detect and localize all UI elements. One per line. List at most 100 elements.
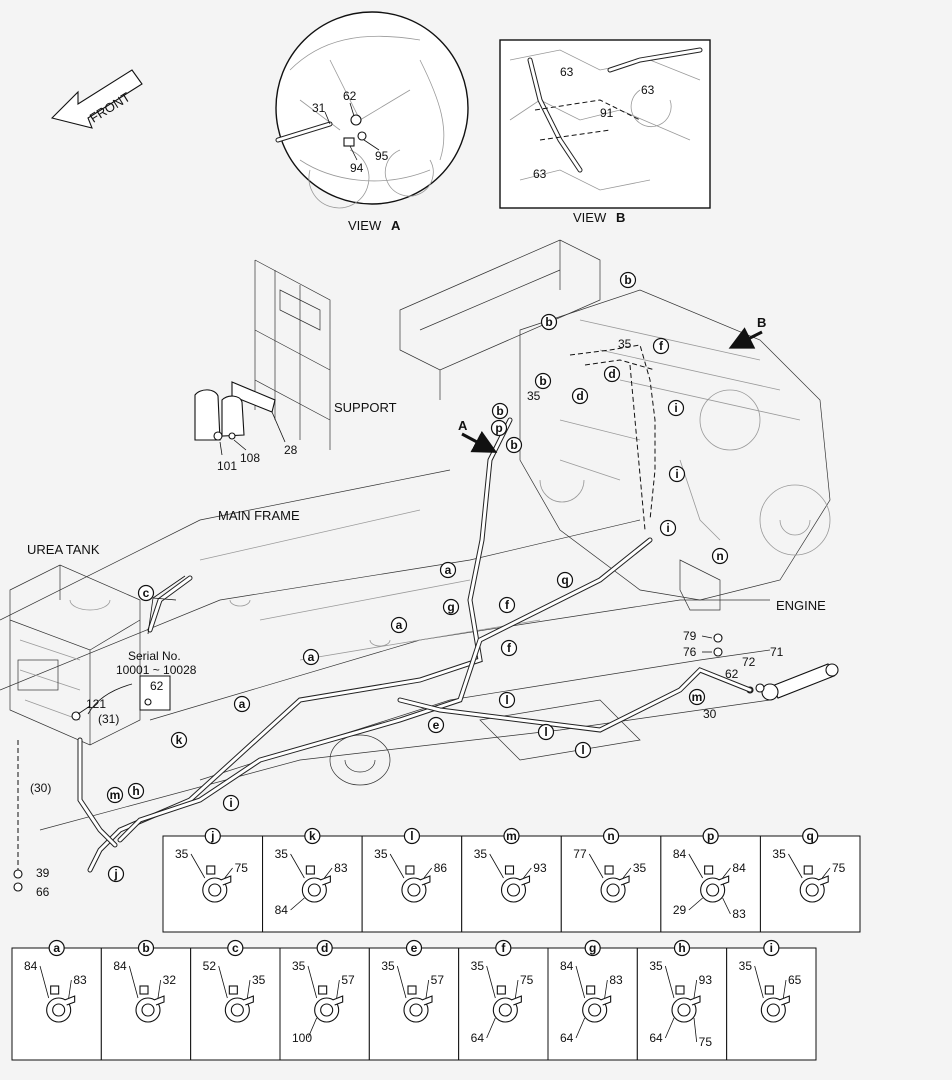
engine-part-76: 76 (683, 645, 697, 659)
view-a-part-62: 62 (343, 89, 357, 103)
view-a-part-94: 94 (350, 161, 364, 175)
view-a-detail: 31 62 94 95 VIEW A (275, 11, 469, 233)
callout-letter: a (308, 650, 315, 664)
callout-letter: h (132, 784, 139, 798)
support-part-108: 108 (240, 451, 260, 465)
urea-tank-label: UREA TANK (27, 542, 100, 557)
serial-line1: Serial No. (128, 649, 181, 663)
view-b-detail: 63 91 63 63 VIEW B (499, 39, 711, 225)
callout-q: q (556, 571, 574, 589)
front-arrow-icon (50, 69, 143, 129)
callout-letter: b (510, 438, 517, 452)
callout-m: m (106, 786, 124, 804)
tank-part-121: 121 (86, 697, 106, 711)
detail-part-84: 84 (673, 847, 687, 861)
tank-part-39: 39 (36, 866, 50, 880)
callout-letter: n (716, 549, 723, 563)
callout-l: l (498, 691, 516, 709)
detail-letter: n (607, 829, 614, 843)
detail-part-35: 35 (471, 959, 485, 973)
callout-a: a (390, 616, 408, 634)
callout-letter: q (561, 573, 568, 587)
callout-i: i (659, 519, 677, 537)
detail-part-84: 84 (275, 903, 289, 917)
callout-letter: b (624, 273, 631, 287)
engine-part-35b: 35 (527, 389, 541, 403)
callout-b: b (619, 271, 637, 289)
callout-i: i (667, 399, 685, 417)
callout-k: k (170, 731, 188, 749)
detail-part-35: 35 (474, 847, 488, 861)
callout-d: d (603, 365, 621, 383)
callout-letter: f (659, 339, 664, 353)
detail-letter: d (321, 941, 328, 955)
detail-letter: a (53, 941, 60, 955)
callout-p: p (490, 419, 508, 437)
callout-j: j (107, 865, 125, 883)
callout-a: a (233, 695, 251, 713)
detail-part-35: 35 (739, 959, 753, 973)
detail-letter: f (501, 941, 506, 955)
serial-part-62: 62 (150, 679, 164, 693)
callout-letter: m (110, 788, 121, 802)
callout-letter: j (113, 867, 117, 881)
support-part-28: 28 (284, 443, 298, 457)
callout-i: i (222, 794, 240, 812)
detail-letter: e (411, 941, 418, 955)
callout-letter: a (396, 618, 403, 632)
callout-c: c (137, 584, 155, 602)
view-a-letter: A (391, 218, 401, 233)
callout-letter: m (692, 690, 703, 704)
main-frame-label: MAIN FRAME (218, 508, 300, 523)
detail-part-35: 35 (292, 959, 306, 973)
tank-part-31: (31) (98, 712, 119, 726)
engine-part-62: 62 (725, 667, 739, 681)
view-b-letter: B (616, 210, 625, 225)
callout-letter: f (507, 641, 512, 655)
callout-letter: d (576, 389, 583, 403)
serial-note: Serial No. 10001 ~ 10028 62 (87, 649, 197, 715)
detail-part-35: 35 (175, 847, 189, 861)
callout-letter: i (674, 401, 677, 415)
callout-l: l (574, 741, 592, 759)
callout-letter: b (539, 374, 546, 388)
callout-letter: l (544, 725, 547, 739)
urea-hoses (77, 417, 753, 873)
view-a-part-95: 95 (375, 149, 389, 163)
tank-part-66: 66 (36, 885, 50, 899)
detail-part-84: 84 (732, 861, 746, 875)
detail-letter: b (142, 941, 149, 955)
detail-letter: i (770, 941, 773, 955)
detail-part-77: 77 (573, 847, 587, 861)
front-arrow: FRONT (50, 69, 143, 129)
callout-b: b (540, 313, 558, 331)
detail-part-93: 93 (533, 861, 547, 875)
engine-part-30: 30 (703, 707, 717, 721)
view-arrows: A B (458, 315, 766, 453)
callout-e: e (427, 716, 445, 734)
view-b-part-91: 91 (600, 106, 614, 120)
callout-f: f (498, 596, 516, 614)
engine-label: ENGINE (776, 598, 826, 613)
main-frame: MAIN FRAME (0, 469, 771, 831)
callout-h: h (127, 782, 145, 800)
callout-m: m (688, 688, 706, 706)
callout-l: l (537, 723, 555, 741)
callout-letter: b (496, 404, 503, 418)
detail-part-83: 83 (732, 907, 746, 921)
callout-letter: l (581, 743, 584, 757)
detail-part-64: 64 (471, 1031, 485, 1045)
engine: ENGINE 35 35 79 76 (399, 239, 831, 659)
callout-letter: i (675, 467, 678, 481)
detail-part-57: 57 (341, 973, 355, 987)
arrow-b-icon (728, 327, 763, 349)
